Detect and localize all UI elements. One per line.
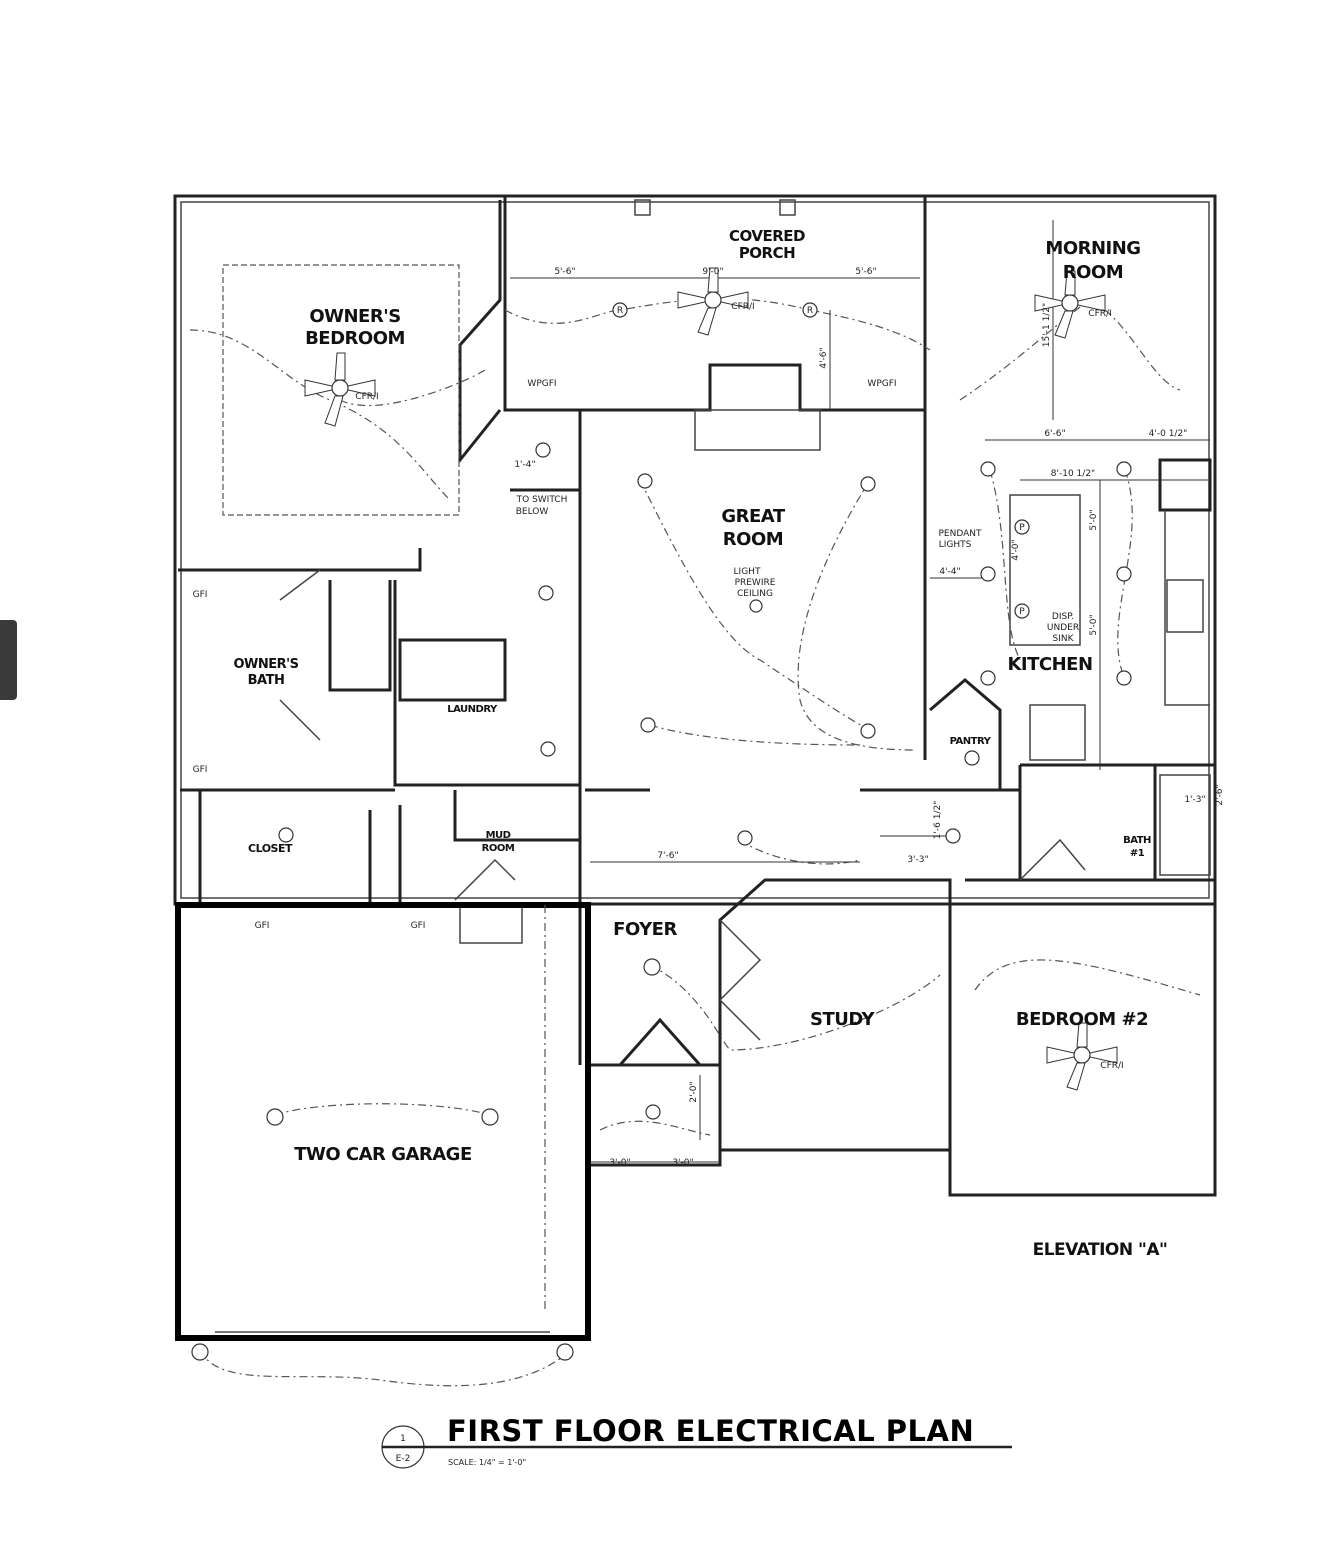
room-label-morning-room: MORNING (1045, 238, 1140, 259)
dim-text: 8'-10 1/2" (1051, 469, 1095, 479)
recessed-label: R (617, 306, 623, 316)
dim-text: 2'-6" (1215, 784, 1225, 805)
note-light-prewire-3: CEILING (737, 589, 773, 599)
room-label-garage: TWO CAR GARAGE (294, 1144, 472, 1165)
dim-text: 2'-0" (689, 1081, 699, 1102)
side-panel-tab[interactable] (0, 620, 17, 700)
dim-text: 5'-6" (855, 267, 876, 277)
note-pendant-lights-2: LIGHTS (939, 540, 972, 550)
room-label-kitchen: KITCHEN (1007, 654, 1092, 675)
dim-text: 7'-6" (657, 851, 678, 861)
room-label-closet: CLOSET (248, 842, 293, 855)
garage-walls (175, 902, 591, 1341)
sheet-number: E-2 (396, 1454, 411, 1464)
room-label-owners-bath: OWNER'S (233, 657, 298, 672)
room-label-study: STUDY (810, 1009, 875, 1030)
dim-text: 5'-6" (554, 267, 575, 277)
note-pendant-lights: PENDANT (938, 529, 982, 539)
note-disposal-3: SINK (1052, 634, 1074, 644)
fireplace (694, 409, 821, 451)
room-label-laundry: LAUNDRY (447, 704, 498, 715)
room-label-morning-room-2: ROOM (1063, 262, 1123, 283)
dim-text: 1'-4" (514, 460, 535, 470)
dim-text: 3'-0" (609, 1158, 630, 1168)
room-label-foyer: FOYER (613, 919, 677, 940)
note-switch-below: TO SWITCH (516, 495, 568, 505)
pendant-label: P (1019, 607, 1025, 617)
room-label-covered-porch: COVERED (729, 227, 805, 245)
dim-text: 4'-4" (939, 567, 960, 577)
room-label-bedroom-2: BEDROOM #2 (1016, 1009, 1148, 1030)
note-switch-below-2: BELOW (516, 507, 549, 517)
dim-text: 5'-0" (1089, 614, 1099, 635)
room-label-great-room-2: ROOM (723, 529, 783, 550)
symbol-labels: CFR/I CFR/I CFR/I CFR/I WPGFI WPGFI GFI … (193, 302, 1124, 1071)
walls (173, 194, 1217, 1197)
dim-text: 1'-3" (1184, 795, 1205, 805)
note-disposal: DISP. (1052, 612, 1074, 622)
dim-text: 4'-6" (819, 347, 829, 368)
pendant-label: P (1019, 523, 1025, 533)
notes: LIGHT PREWIRE CEILING PENDANT LIGHTS DIS… (516, 495, 1079, 644)
dim-text: 15'-1 1/2" (1042, 303, 1052, 347)
note-light-prewire: LIGHT (734, 567, 761, 577)
dim-text: 6'-6" (1044, 429, 1065, 439)
detail-number: 1 (400, 1434, 406, 1444)
dim-text: 1'-6 1/2" (933, 801, 943, 840)
circuit-wiring (189, 297, 1201, 1387)
wpgfi-label: WPGFI (867, 379, 896, 389)
dim-text: 9'-0" (702, 267, 723, 277)
gfi-label: GFI (193, 765, 208, 775)
dim-text: 4'-0" (1011, 539, 1021, 560)
fan-label: CFR/I (1088, 309, 1111, 319)
room-label-great-room: GREAT (721, 506, 785, 527)
recessed-lights (191, 302, 1132, 1361)
gfi-label: GFI (193, 590, 208, 600)
note-light-prewire-2: PREWIRE (735, 578, 776, 588)
room-label-mud-room: MUD (486, 830, 511, 841)
dim-text: 4'-0 1/2" (1149, 429, 1188, 439)
recessed-label: R (807, 306, 813, 316)
fan-label: CFR/I (1100, 1061, 1123, 1071)
room-label-pantry: PANTRY (950, 736, 992, 747)
ceiling-fans (304, 267, 1118, 1091)
elevation-label: ELEVATION "A" (1033, 1240, 1168, 1260)
title-block: 1 E-2 FIRST FLOOR ELECTRICAL PLAN SCALE:… (381, 1414, 1012, 1469)
room-label-mud-room-2: ROOM (482, 843, 515, 854)
room-label-bath-1-2: #1 (1130, 848, 1145, 859)
room-labels: COVERED PORCH OWNER'S BEDROOM MORNING RO… (233, 227, 1151, 1165)
room-label-covered-porch-2: PORCH (739, 244, 795, 262)
room-label-owners-bedroom: OWNER'S (309, 306, 400, 327)
drawing-scale: SCALE: 1/4" = 1'-0" (448, 1458, 526, 1467)
note-disposal-2: UNDER (1047, 623, 1079, 633)
dim-text: 3'-0" (672, 1158, 693, 1168)
dim-text: 3'-3" (907, 855, 928, 865)
gfi-label: GFI (411, 921, 426, 931)
gfi-label: GFI (255, 921, 270, 931)
drawing-title: FIRST FLOOR ELECTRICAL PLAN (447, 1414, 974, 1448)
dim-text: 5'-0" (1089, 509, 1099, 530)
fan-label: CFR/I (355, 392, 378, 402)
wpgfi-label: WPGFI (527, 379, 556, 389)
room-label-owners-bath-2: BATH (248, 673, 285, 688)
fan-label: CFR/I (731, 302, 754, 312)
room-label-owners-bedroom-2: BEDROOM (305, 328, 405, 349)
dimension-labels: 5'-6" 9'-0" 5'-6" 4'-6" 15'-1 1/2" 6'-6"… (514, 267, 1225, 1168)
room-label-bath-1: BATH (1123, 835, 1151, 846)
